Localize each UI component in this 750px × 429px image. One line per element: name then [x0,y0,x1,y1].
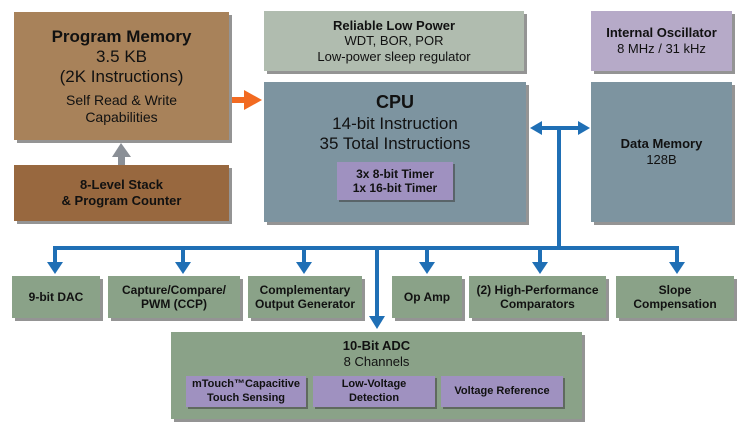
adc-line1: 8 Channels [343,353,410,369]
peripheral-slope-compensation: Slope Compensation [616,276,734,318]
low-power-block: Reliable Low Power WDT, BOR, POR Low-pow… [264,11,524,71]
low-power-line1: WDT, BOR, POR [344,33,444,49]
peripheral-label: 9-bit DAC [28,289,84,304]
stack-line1: 8-Level Stack [79,177,164,193]
peripheral-label: Capture/Compare/ [121,282,227,297]
adc-sub-label: mTouch™Capacitive [192,378,300,391]
oscillator-block: Internal Oscillator 8 MHz / 31 kHz [591,11,732,71]
peripheral-ccp: Capture/Compare/ PWM (CCP) [108,276,240,318]
stack-line2: & Program Counter [61,193,182,208]
cpu-line2: 35 Total Instructions [319,133,471,153]
adc-sub-vref: Voltage Reference [441,376,563,407]
low-power-title: Reliable Low Power [332,17,456,33]
cpu-line1: 14-bit Instruction [332,113,458,133]
data-memory-block: Data Memory 128B [591,82,732,222]
peripheral-comparators: (2) High-Performance Comparators [469,276,606,318]
stack-to-program-memory-arrow [112,143,131,165]
peripheral-op-amp: Op Amp [392,276,462,318]
adc-sub-mtouch: mTouch™Capacitive Touch Sensing [186,376,306,407]
peripheral-label: Complementary [259,282,351,297]
data-memory-title: Data Memory [620,136,703,152]
data-bus [47,121,685,329]
low-power-line2: Low-power sleep regulator [317,48,471,64]
oscillator-line1: 8 MHz / 31 kHz [617,41,706,56]
peripheral-label: Compensation [633,297,717,311]
peripheral-label: Slope [658,282,692,297]
timers-block: 3x 8-bit Timer 1x 16-bit Timer [337,162,453,201]
peripheral-label: Comparators [500,297,575,311]
program-memory-size: 3.5 KB [95,47,148,66]
program-to-cpu-arrow [232,90,262,110]
peripheral-label: PWM (CCP) [141,297,207,311]
oscillator-title: Internal Oscillator [606,25,717,41]
stack-block: 8-Level Stack & Program Counter [14,165,229,221]
program-memory-instructions: (2K Instructions) [59,67,184,87]
adc-sub-label: Low-Voltage [341,378,407,391]
peripheral-label: Op Amp [403,289,451,304]
peripheral-label: Output Generator [254,297,355,311]
adc-sub-lvd: Low-Voltage Detection [313,376,435,407]
data-memory-line1: 128B [646,152,677,167]
adc-sub-label: Voltage Reference [454,384,550,397]
program-memory-line2: Capabilities [85,108,158,125]
program-memory-line1: Self Read & Write [65,91,177,108]
timers-line2: 1x 16-bit Timer [352,181,438,196]
peripheral-dac: 9-bit DAC [12,276,100,318]
adc-sub-label: Detection [348,391,400,404]
adc-title: 10-Bit ADC [342,338,411,353]
adc-sub-label: Touch Sensing [206,391,286,404]
cpu-block: CPU 14-bit Instruction 35 Total Instruct… [264,82,526,222]
cpu-title: CPU [375,92,414,112]
timers-line1: 3x 8-bit Timer [356,166,434,181]
peripheral-cog: Complementary Output Generator [248,276,362,318]
program-memory-block: Program Memory 3.5 KB (2K Instructions) … [14,12,229,140]
program-memory-title: Program Memory [51,26,192,46]
peripheral-label: (2) High-Performance [476,282,599,297]
